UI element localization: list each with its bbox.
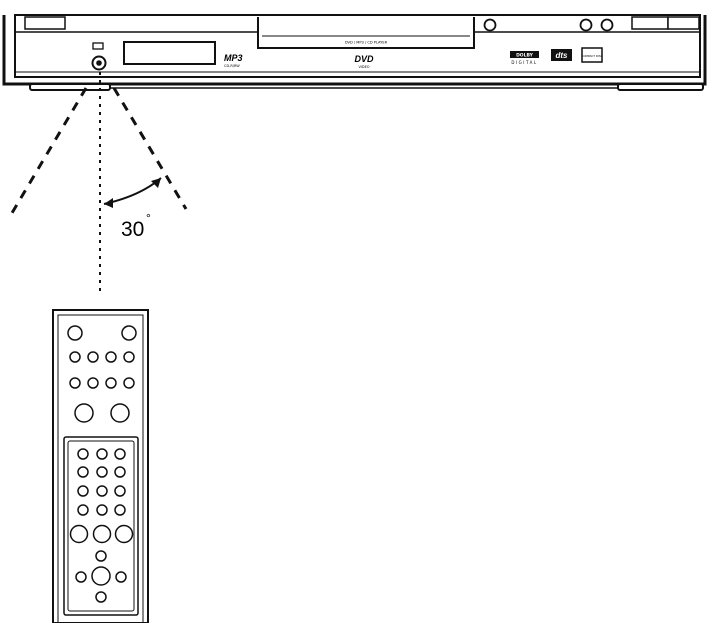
display-window — [123, 41, 216, 65]
remote-number-button — [77, 466, 89, 478]
remote-button — [115, 571, 127, 583]
remote-control — [52, 309, 149, 623]
mp3-sublabel: CD-R/RW — [224, 64, 240, 68]
remote-number-button — [96, 504, 108, 516]
remote-number-button — [77, 448, 89, 460]
remote-nav-button-center — [92, 524, 112, 544]
remote-large-button-right — [110, 403, 130, 423]
remote-button — [87, 351, 99, 363]
compact-disc-logo-box — [581, 47, 603, 63]
angle-value: 30 — [121, 218, 144, 241]
left-range-line — [10, 87, 88, 214]
remote-button — [123, 351, 135, 363]
remote-large-button-left — [74, 403, 94, 423]
next-button — [667, 16, 700, 30]
remote-open-close-button — [121, 325, 137, 341]
dvd-logo: DVD — [354, 54, 374, 64]
open-close-button — [483, 18, 497, 32]
compact-disc-logo: COMPACT DISC — [581, 54, 602, 58]
remote-power-button — [67, 325, 83, 341]
dolby-logo-box — [510, 51, 539, 58]
dolby-logo: DOLBY — [516, 53, 534, 59]
stop-button — [600, 18, 614, 32]
angle-arrow-right-icon — [151, 178, 161, 188]
remote-button — [95, 591, 107, 603]
play-button — [579, 18, 593, 32]
remote-inner-border — [57, 314, 144, 623]
player-outer-shell — [2, 15, 707, 86]
tray-label: DVD / MP3 / CD PLAYER — [345, 41, 388, 45]
remote-number-button — [77, 485, 89, 497]
remote-number-button — [96, 485, 108, 497]
power-button — [24, 16, 66, 30]
remote-button — [105, 351, 117, 363]
remote-number-button — [114, 504, 126, 516]
remote-button — [69, 377, 81, 389]
player-foot-right — [617, 83, 704, 91]
remote-button — [69, 351, 81, 363]
remote-number-button — [114, 485, 126, 497]
dvd-sublabel: VIDEO — [358, 65, 369, 69]
remote-lower-panel-inner — [67, 440, 135, 612]
remote-button — [95, 550, 107, 562]
angle-unit: ° — [146, 211, 151, 225]
remote-button — [123, 377, 135, 389]
disc-tray — [257, 17, 475, 49]
remote-number-button — [77, 504, 89, 516]
angle-arrow-left-icon — [104, 198, 113, 208]
remote-number-button — [96, 448, 108, 460]
mp3-logo: MP3 — [224, 53, 243, 63]
remote-nav-button-left — [69, 524, 89, 544]
remote-number-button — [96, 466, 108, 478]
standby-indicator — [92, 42, 104, 50]
player-foot-left — [29, 83, 111, 91]
remote-button — [105, 377, 117, 389]
remote-number-button — [114, 466, 126, 478]
ir-sensor-lens — [96, 60, 102, 66]
remote-button — [87, 377, 99, 389]
remote-nav-button-right — [114, 524, 134, 544]
remote-number-button — [114, 448, 126, 460]
dolby-sublabel: DIGITAL — [511, 60, 537, 65]
dts-logo-box — [551, 49, 572, 61]
dvd-player: DVD / MP3 / CD PLAYER MP3 CD-R/RW DVD VI… — [2, 14, 707, 91]
right-range-line — [112, 87, 188, 210]
remote-enter-button — [91, 566, 111, 586]
remote-button — [75, 571, 87, 583]
reception-range: 30 ° — [10, 72, 188, 296]
prev-button — [631, 16, 669, 30]
dts-logo: dts — [556, 51, 569, 60]
